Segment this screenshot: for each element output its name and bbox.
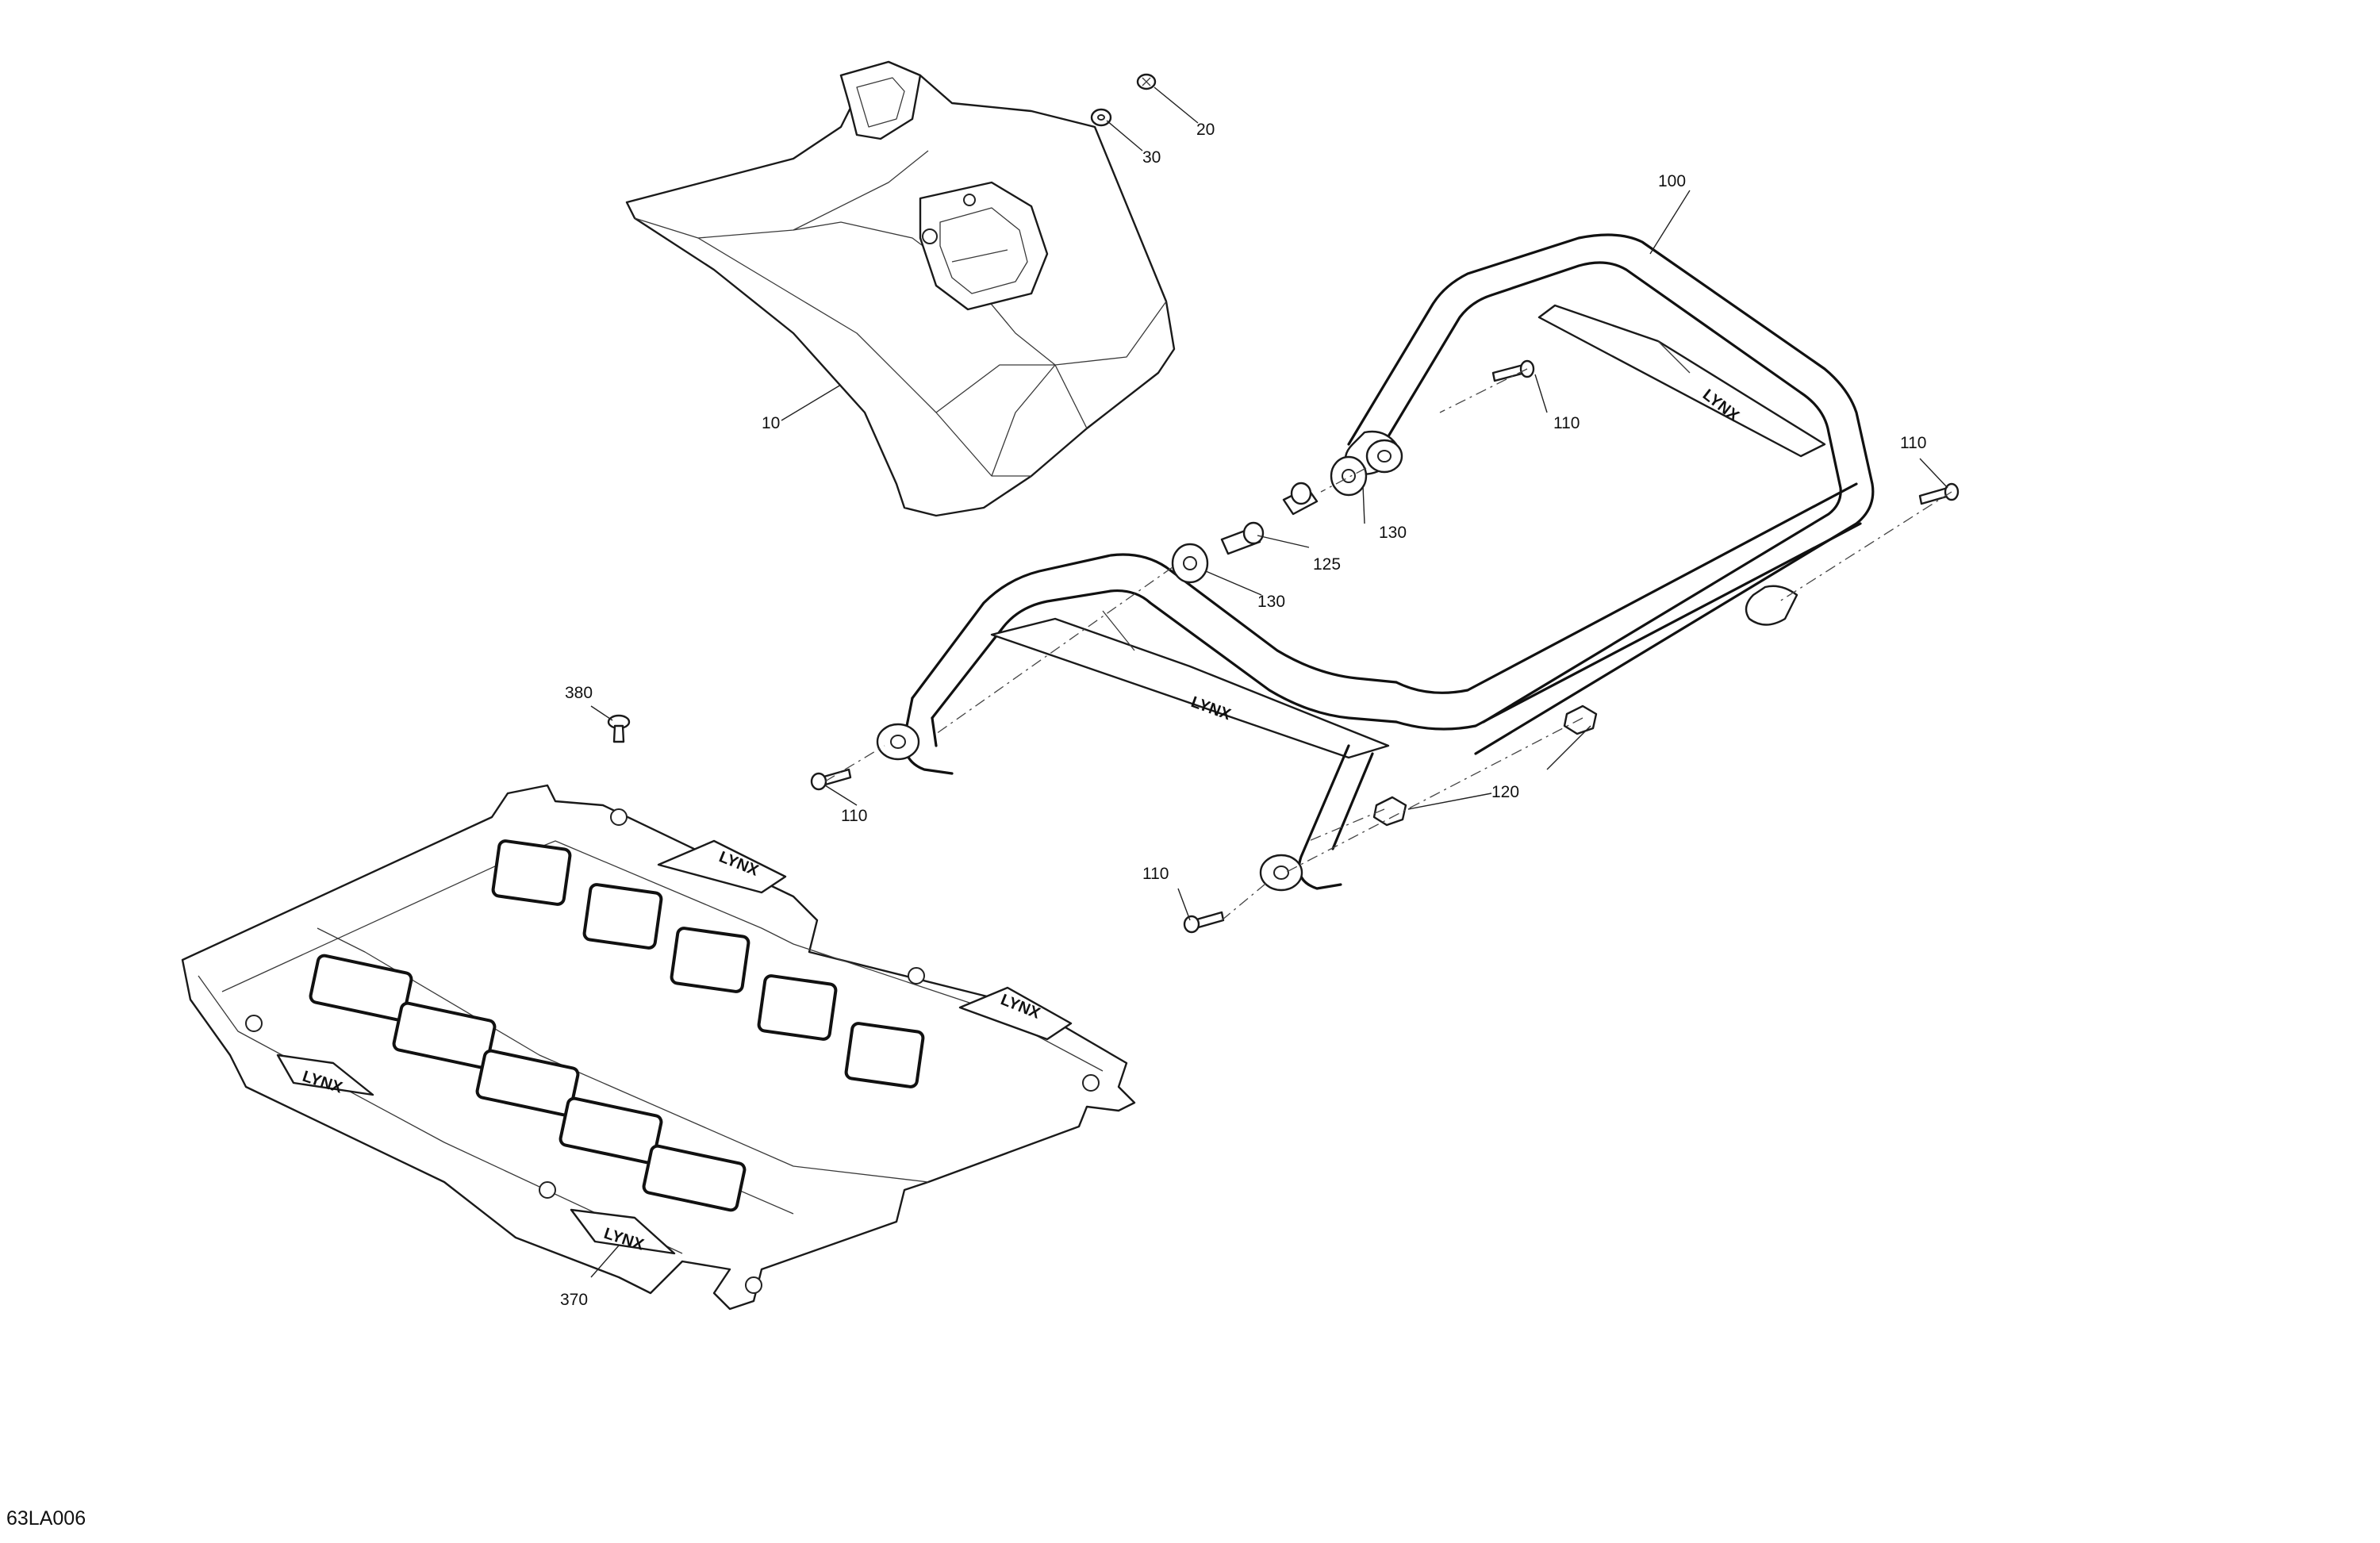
callout-110-d: 110 <box>1142 865 1169 883</box>
callout-125: 125 <box>1313 555 1341 574</box>
part-130-spacer-upper <box>1330 455 1368 497</box>
callout-10: 10 <box>762 414 780 432</box>
part-125-bolt-lower <box>1220 521 1265 555</box>
part-110-bolt-d <box>1183 911 1225 934</box>
part-130-spacer-lower <box>1171 543 1209 584</box>
part-110-bolt-a <box>1491 359 1535 382</box>
callout-20: 20 <box>1196 121 1215 139</box>
part-20-screw <box>1136 73 1157 90</box>
callout-380: 380 <box>565 684 593 702</box>
callout-110-c: 110 <box>841 807 867 825</box>
callout-30: 30 <box>1142 148 1161 167</box>
callout-130-a: 130 <box>1379 524 1407 542</box>
part-120-nut-upper <box>1563 704 1598 735</box>
part-125-bolt-upper <box>1282 482 1319 516</box>
part-100-bumper: LYNX LYNX <box>876 233 1875 892</box>
callout-110-b: 110 <box>1900 434 1926 452</box>
callout-leaders <box>590 86 1948 1278</box>
part-380-rivet <box>607 714 631 743</box>
callout-370: 370 <box>560 1291 588 1309</box>
callout-100: 100 <box>1658 172 1686 190</box>
callout-120: 120 <box>1491 783 1519 801</box>
callout-110-a: 110 <box>1553 414 1580 432</box>
reference-code: 63LA006 <box>6 1507 86 1530</box>
part-10-rear-cover <box>625 60 1176 517</box>
part-110-bolt-c <box>810 768 852 791</box>
callout-130-b: 130 <box>1257 593 1285 611</box>
plate-emblem-left-upper: LYNX <box>276 1054 374 1097</box>
part-120-nut-lower <box>1372 796 1407 827</box>
assembly-lines <box>824 368 1952 921</box>
part-370-skid-plate: LYNX LYNX LYNX LYNX <box>181 784 1136 1311</box>
part-110-bolt-b <box>1918 482 1960 505</box>
part-30-washer <box>1090 108 1112 127</box>
